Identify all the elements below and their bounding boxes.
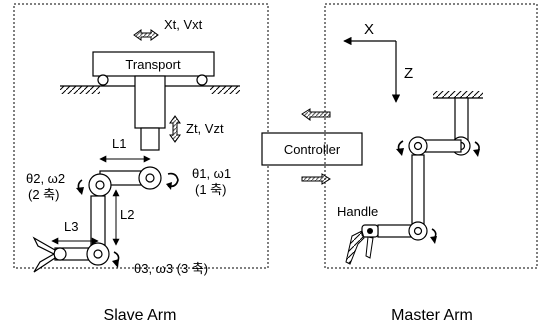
transport-label: Transport — [125, 57, 181, 72]
controller-label: Controller — [284, 142, 341, 157]
slave-joint3 — [86, 242, 110, 266]
slave-end-effector — [32, 236, 96, 273]
joint2-symbol-label: θ2, ω2 — [26, 171, 65, 186]
controller-arrow-to-slave — [301, 108, 331, 121]
transport-wheel-left — [97, 74, 109, 86]
x-axis-label: X — [364, 21, 374, 38]
joint1-symbol-label: θ1, ω1 — [192, 166, 231, 181]
z-axis-label: Z — [404, 65, 413, 82]
master-joint-b-rotation-icon — [396, 140, 404, 156]
vertical-column — [134, 75, 166, 151]
master-ceiling — [433, 91, 483, 99]
joint2-axis-label: (2 축) — [28, 187, 59, 202]
controller-arrow-to-master — [301, 173, 331, 185]
z-motion-label: Zt, Vzt — [186, 121, 224, 136]
link3-label: L3 — [64, 219, 78, 234]
slave-joint2 — [88, 173, 112, 197]
master-joint-b — [408, 136, 428, 156]
joint1-axis-label: (1 축) — [195, 182, 226, 197]
master-top-link — [454, 97, 469, 143]
joint1-rotation-icon — [166, 172, 179, 190]
joint2-rotation-icon — [76, 179, 84, 195]
slave-joint1 — [138, 166, 162, 190]
x-motion-label: Xt, Vxt — [164, 17, 203, 32]
master-panel-caption: Master Arm — [391, 307, 473, 324]
link2-label: L2 — [120, 207, 134, 222]
slave-panel-caption: Slave Arm — [104, 307, 177, 324]
x-motion-arrow — [133, 29, 159, 41]
z-motion-arrow — [169, 115, 181, 143]
master-panel-border — [324, 3, 538, 269]
master-handle-icon — [345, 224, 379, 265]
master-joint-c — [408, 221, 428, 241]
handle-label: Handle — [337, 204, 378, 219]
joint3-label: θ3, ω3 (3 축) — [134, 261, 208, 276]
link1-label: L1 — [112, 136, 126, 151]
joint3-rotation-icon — [112, 251, 120, 268]
transport-wheel-right — [196, 74, 208, 86]
master-joint-a-rotation-icon — [473, 141, 480, 157]
master-lower-link — [411, 154, 425, 234]
master-joint-c-rotation-icon — [430, 228, 437, 244]
controller-box — [261, 132, 363, 166]
